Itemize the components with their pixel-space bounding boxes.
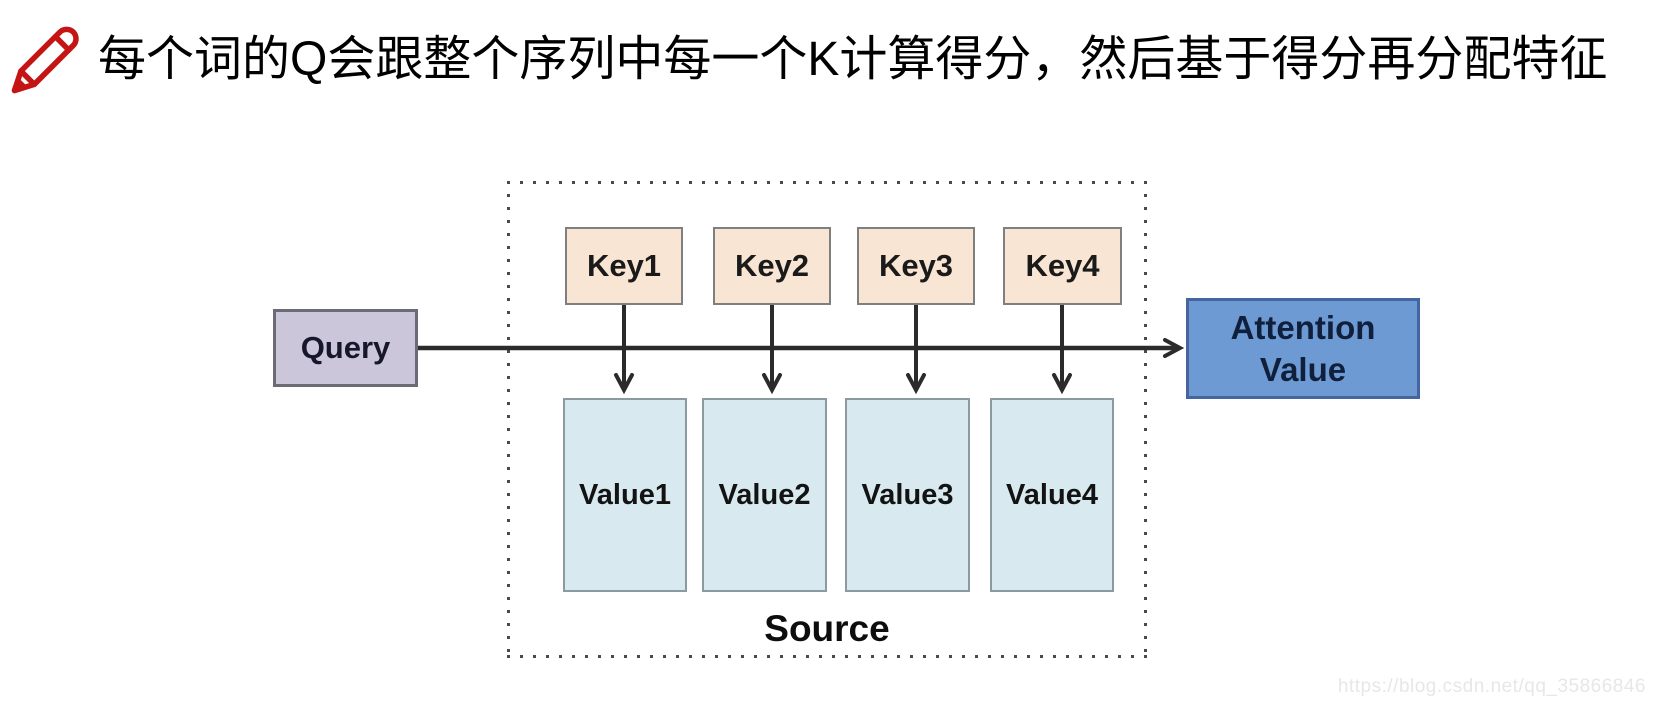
source-label: Source	[764, 608, 890, 649]
query-box: Query	[273, 309, 418, 387]
value1-label: Value1	[579, 478, 671, 511]
value4-box: Value4	[990, 398, 1114, 592]
key2-box: Key2	[713, 227, 831, 305]
key4-label: Key4	[1025, 248, 1100, 283]
key4-box: Key4	[1003, 227, 1122, 305]
value4-label: Value4	[1006, 478, 1098, 511]
attention-label-line2: Value	[1259, 350, 1347, 388]
value3-label: Value3	[861, 478, 954, 511]
query-label: Query	[300, 330, 391, 365]
title-row: 每个词的Q会跟整个序列中每一个K计算得分，然后基于得分再分配特征	[6, 18, 1646, 102]
key1-box: Key1	[565, 227, 683, 305]
key1-label: Key1	[586, 248, 662, 283]
value3-box: Value3	[845, 398, 970, 592]
pencil-icon	[11, 26, 79, 94]
key3-box: Key3	[857, 227, 975, 305]
value2-box: Value2	[702, 398, 827, 592]
value1-box: Value1	[563, 398, 687, 592]
attention-value-box: Attention Value	[1186, 298, 1420, 399]
page-title: 每个词的Q会跟整个序列中每一个K计算得分，然后基于得分再分配特征	[98, 33, 1608, 87]
key3-label: Key3	[878, 248, 954, 283]
attention-label-line1: Attention	[1230, 309, 1376, 347]
value2-label: Value2	[718, 478, 811, 511]
key2-label: Key2	[734, 248, 810, 283]
watermark-text: https://blog.csdn.net/qq_35866846	[1337, 676, 1646, 697]
